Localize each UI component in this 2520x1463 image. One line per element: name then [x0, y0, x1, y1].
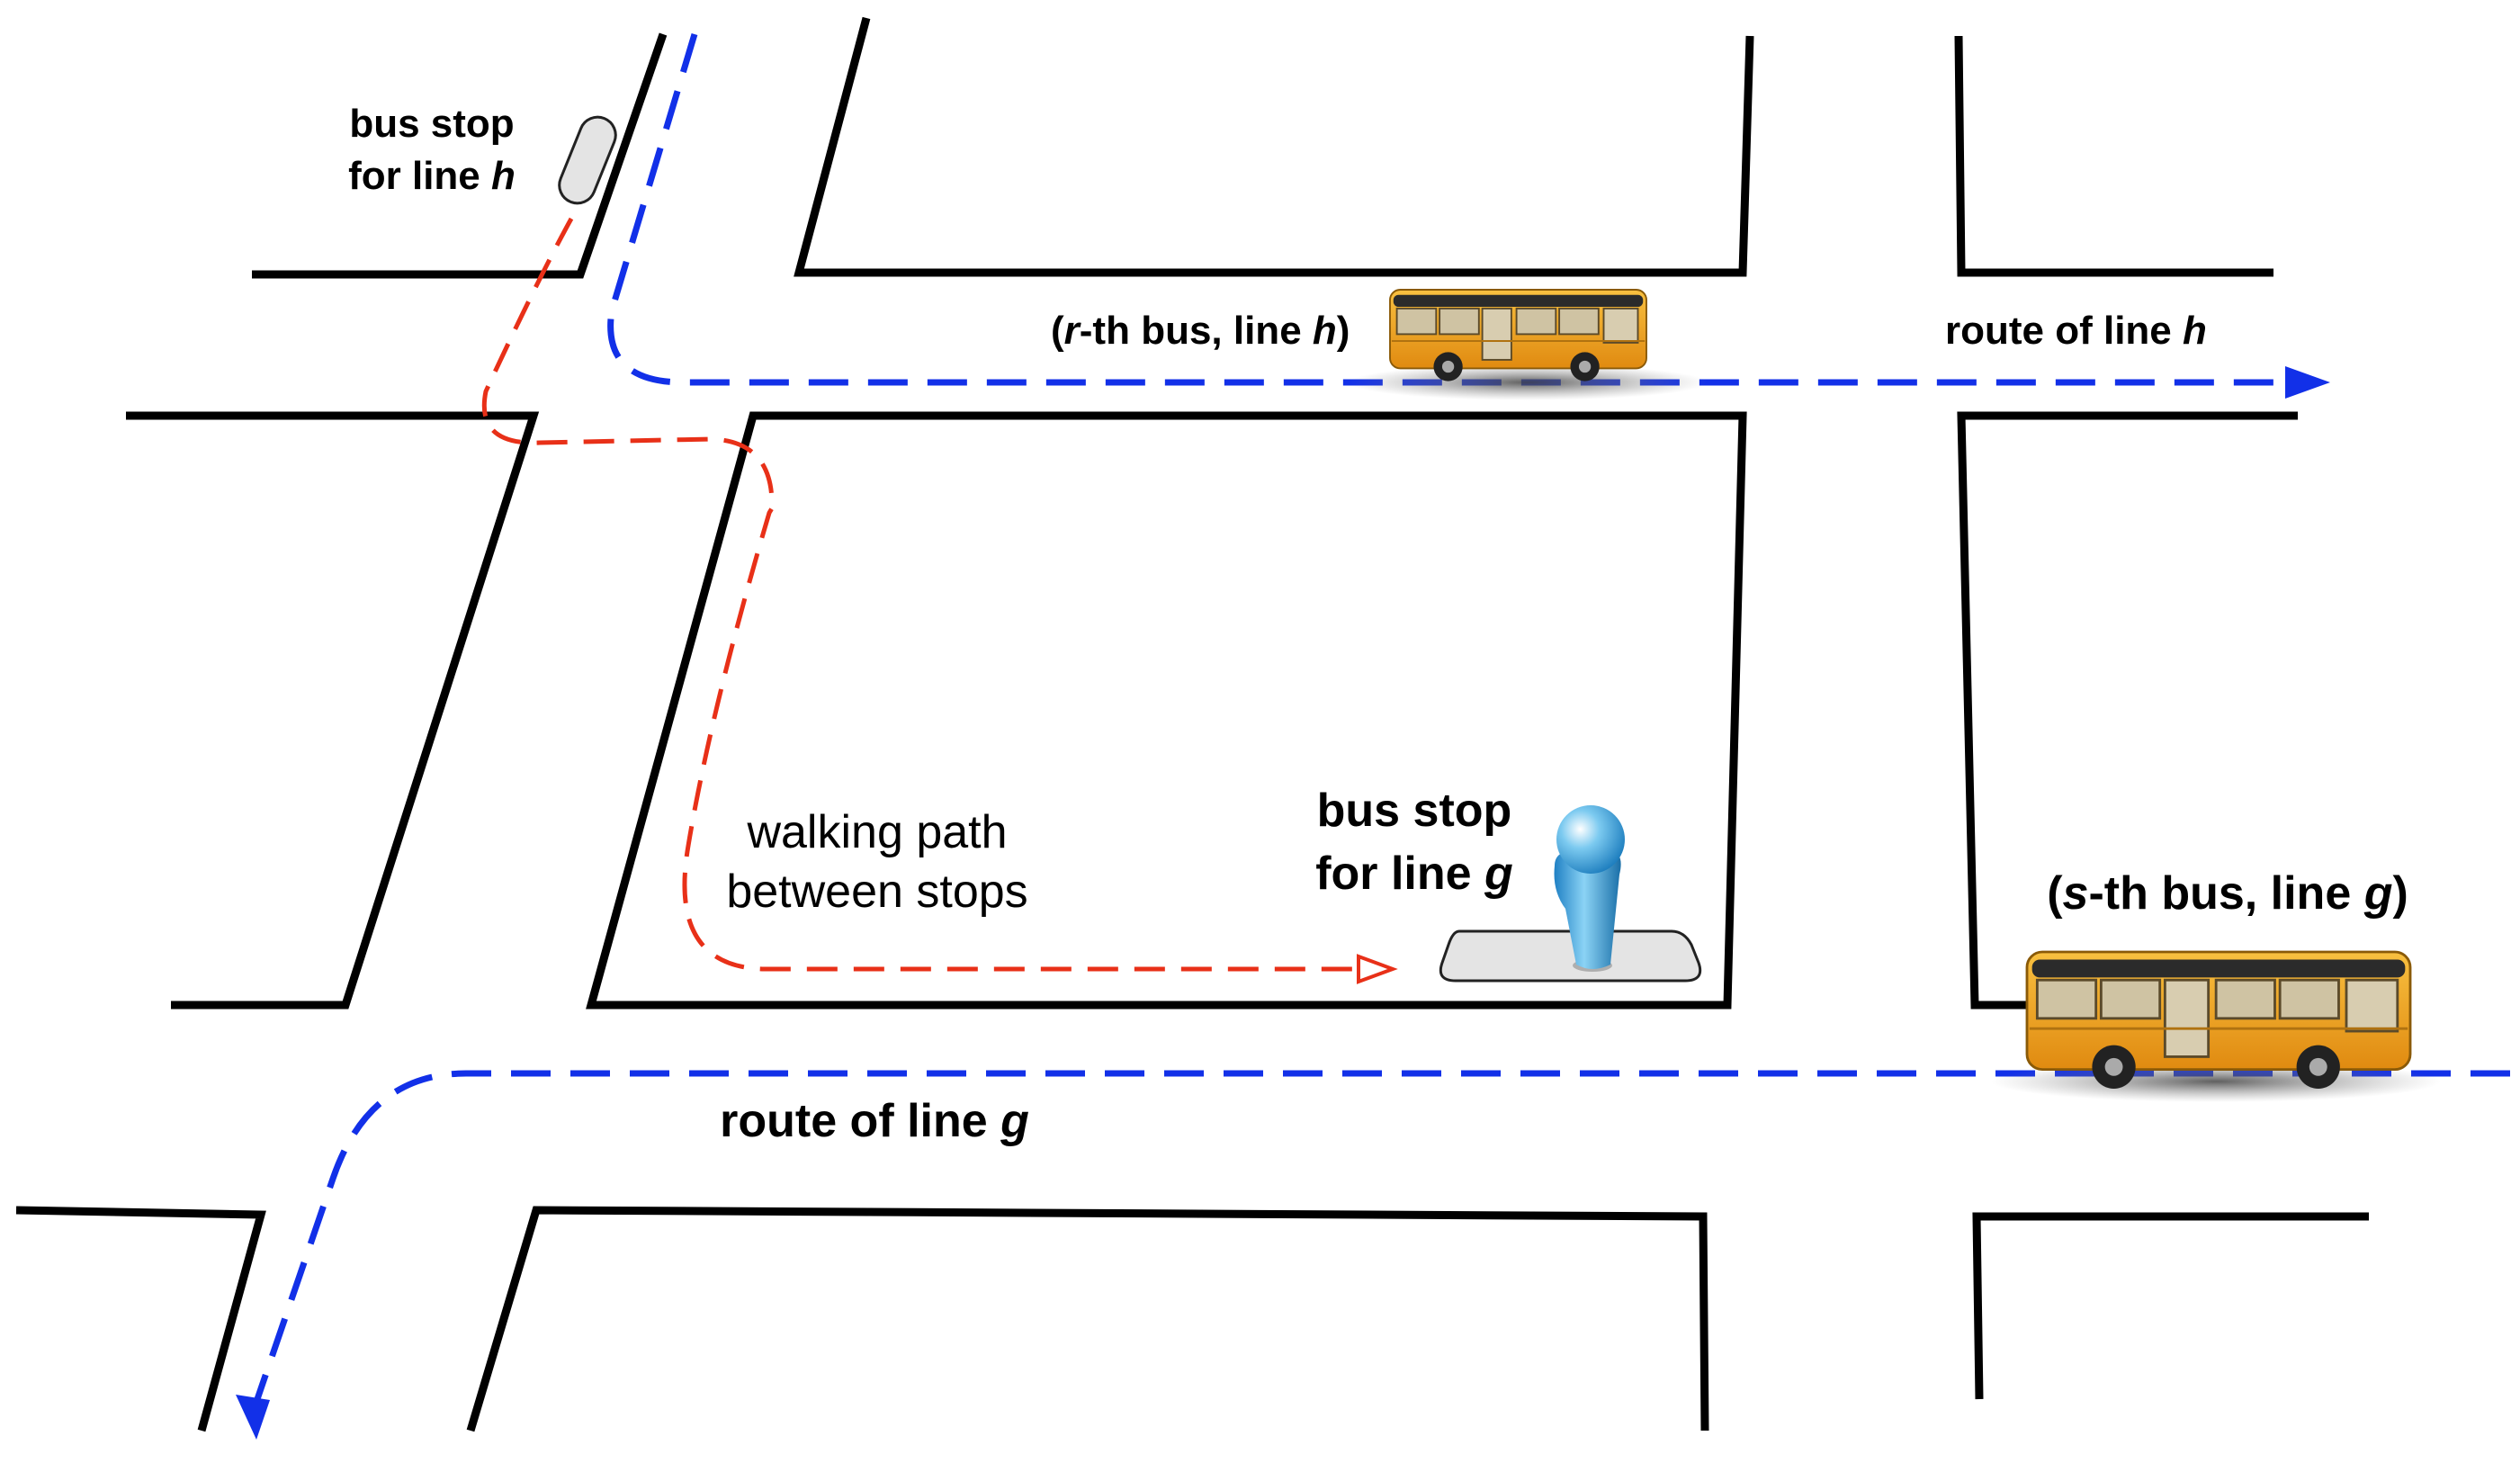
walking-path-line	[481, 217, 1354, 972]
arrow-head-icon	[1357, 954, 1398, 984]
street-block-top-right	[1954, 35, 2273, 277]
arrow-head-icon	[236, 1395, 270, 1440]
arrow-head-icon	[2285, 366, 2330, 399]
bus-stop-h-label-line2: for line h	[348, 154, 516, 198]
bus-stop-h	[558, 115, 617, 205]
street-block-middle-left	[126, 411, 540, 1010]
bus-icon	[2025, 950, 2412, 1091]
bus-g-label: (s-th bus, line g)	[2047, 867, 2408, 920]
bus-stop-pad-icon	[1439, 929, 1702, 983]
route-h-path	[607, 32, 2285, 386]
route-line-g	[236, 1070, 2510, 1440]
bus-stop-g-label-line1: bus stop	[1317, 785, 1512, 837]
walking-path-label-line1: walking path	[746, 806, 1007, 858]
street-block-bottom-left	[15, 1206, 266, 1432]
walking-path	[481, 217, 1398, 984]
bus-stop-h-label-line1: bus stop	[349, 102, 514, 146]
route-line-h	[607, 32, 2330, 399]
bus-h-label: (r-th bus, line h)	[1051, 309, 1350, 353]
bus-h-shadow	[1348, 364, 1708, 400]
street-block-top-left	[252, 32, 668, 279]
route-h-label: route of line h	[1945, 309, 2207, 353]
bus-stop-pad-icon	[558, 115, 617, 205]
street-block-bottom-middle	[466, 1206, 1709, 1432]
street-block-bottom-right	[1972, 1212, 2369, 1400]
route-g-label: route of line g	[720, 1095, 1029, 1147]
street-network	[15, 16, 2369, 1432]
person-icon	[1554, 805, 1625, 972]
street-block-center	[586, 411, 1747, 1010]
bus-icon	[1389, 289, 1647, 382]
street-block-top-middle	[794, 16, 1754, 277]
walking-path-label-line2: between stops	[726, 866, 1027, 918]
bus-stop-g	[1439, 805, 1702, 983]
street-block-middle-right	[1957, 411, 2298, 1010]
bus-stop-g-label-line2: for line g	[1315, 848, 1513, 900]
route-g-path	[253, 1070, 2510, 1404]
